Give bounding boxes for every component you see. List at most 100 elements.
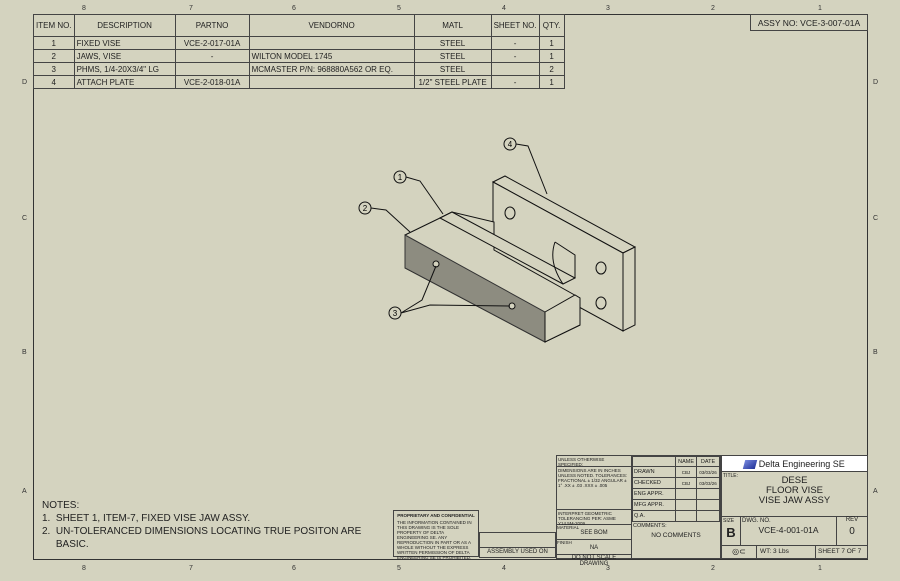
zone-column-label: 1 [818, 5, 822, 12]
sheet-number: SHEET 7 OF 7 [815, 545, 868, 559]
bom-cell: ATTACH PLATE [73, 75, 176, 89]
zone-row-label: D [873, 79, 879, 86]
zone-row-label: C [22, 215, 28, 222]
note-item: 2. UN-TOLERANCED DIMENSIONS LOCATING TRU… [42, 526, 362, 537]
note-item: BASIC. [42, 539, 89, 550]
balloon-1 [393, 170, 407, 184]
proprietary-block: PROPRIETARY AND CONFIDENTIAL THE INFORMA… [393, 510, 479, 560]
signoff-cell: ENG APPR. [632, 488, 676, 500]
balloon-3-label: 3 [393, 309, 398, 318]
signoff-cell: MFG APPR. [632, 499, 676, 511]
proprietary-text: THE INFORMATION CONTAINED IN THIS DRAWIN… [397, 520, 472, 560]
tolerance-title: UNLESS OTHERWISE SPECIFIED: [557, 456, 631, 467]
balloon-4 [503, 137, 517, 151]
signoff-cell [696, 499, 720, 511]
balloon-2-label: 2 [363, 204, 368, 213]
dwg-no-cell: DWG. NO. VCE-4-001-01A [740, 516, 837, 546]
zone-column-label: 3 [606, 5, 610, 12]
zone-row-label: B [22, 349, 27, 356]
signoff-row: ENG APPR. [632, 488, 720, 500]
signoff-cell: 03/03/26 [696, 477, 720, 489]
company-logo: Delta Engineering SE [721, 455, 868, 472]
assembly-number: ASSY NO: VCE-3-007-01A [750, 14, 868, 31]
tolerance-text: DIMENSIONS ARE IN INCHES UNLESS NOTED. T… [557, 467, 631, 510]
zone-column-label: 6 [292, 565, 296, 572]
balloon-4-label: 4 [508, 140, 513, 149]
assembly-used-on: ASSEMBLY USED ON [480, 547, 555, 555]
size-cell: SIZE B [721, 516, 741, 546]
company-logo-icon [742, 460, 758, 470]
size-value: B [726, 525, 736, 540]
proprietary-title: PROPRIETARY AND CONFIDENTIAL [397, 513, 475, 518]
zone-column-label: 2 [711, 5, 715, 12]
note-item: 1. SHEET 1, ITEM-7, FIXED VISE JAW ASSY. [42, 513, 251, 524]
title-label: TITLE: [723, 473, 739, 479]
signoff-cell: Q.A. [632, 510, 676, 522]
zone-column-label: 5 [397, 565, 401, 572]
title-line: DESE [781, 475, 808, 486]
bill-of-materials: ITEM NO. DESCRIPTION PARTNO VENDORNO MAT… [33, 14, 565, 89]
bom-cell: 1 [538, 75, 565, 89]
notes: NOTES: 1. SHEET 1, ITEM-7, FIXED VISE JA… [42, 499, 361, 551]
zone-column-label: 8 [82, 5, 86, 12]
zone-column-label: 8 [82, 565, 86, 572]
zone-row-label: C [873, 215, 879, 222]
zone-column-label: 2 [711, 565, 715, 572]
signoff-cell: CBJ [674, 466, 698, 478]
finish-value: NA [589, 545, 599, 551]
finish-label: FINISH [557, 540, 572, 545]
signoff-row: Q.A. [632, 510, 720, 522]
title-line: VISE JAW ASSY [758, 495, 831, 506]
dwg-no-label: DWG. NO. [742, 518, 771, 524]
signoff-cell: DRAWN [632, 466, 676, 478]
title-block: TITLE: DESE FLOOR VISE VISE JAW ASSY [721, 471, 868, 517]
rev-value: 0 [849, 526, 855, 537]
projection-symbol-icon: ◎⊂ [721, 545, 757, 559]
weight: WT: 3 Lbs [756, 545, 816, 559]
tolerance-block: UNLESS OTHERWISE SPECIFIED: DIMENSIONS A… [556, 455, 632, 567]
do-not-scale: DO NOT SCALE DRAWING [571, 555, 617, 567]
company-name: Delta Engineering SE [758, 459, 845, 469]
balloons: 1 2 3 4 [358, 137, 517, 320]
signoff-cell [674, 510, 698, 522]
material-label: MATERIAL [557, 525, 580, 530]
zone-column-label: 6 [292, 5, 296, 12]
date-header: DATE [696, 456, 720, 467]
zone-column-label: 4 [502, 565, 506, 572]
zone-column-label: 5 [397, 5, 401, 12]
zone-row-label: B [873, 349, 878, 356]
next-assy-block: ASSEMBLY USED ON [479, 532, 556, 558]
signoff-row: MFG APPR. [632, 499, 720, 511]
signoff-cell [696, 488, 720, 500]
zone-column-label: 7 [189, 565, 193, 572]
signoff-cell: CHECKED [632, 477, 676, 489]
comments-label: COMMENTS: [633, 523, 667, 529]
rev-cell: REV 0 [836, 516, 868, 546]
bom-cell: 1/2" STEEL PLATE [413, 75, 492, 89]
dwg-no-value: VCE-4-001-01A [758, 525, 819, 535]
balloon-3 [388, 306, 402, 320]
zone-row-label: A [22, 488, 27, 495]
signoff-cell: 03/03/26 [696, 466, 720, 478]
signoff-cell [674, 488, 698, 500]
title-line: FLOOR VISE [765, 485, 823, 496]
signoff-cell [696, 510, 720, 522]
signoff-cell [674, 499, 698, 511]
bom-cell: - [490, 75, 540, 89]
comments-value: NO COMMENTS [651, 532, 701, 539]
zone-row-label: D [22, 79, 28, 86]
notes-title: NOTES: [42, 500, 80, 511]
zone-column-label: 3 [606, 565, 610, 572]
zone-row-label: A [873, 488, 878, 495]
geometric-tolerancing: INTERPRET GEOMETRIC TOLERANCING PER: ASM… [557, 510, 631, 526]
material-value: SEE BOM [580, 530, 608, 536]
